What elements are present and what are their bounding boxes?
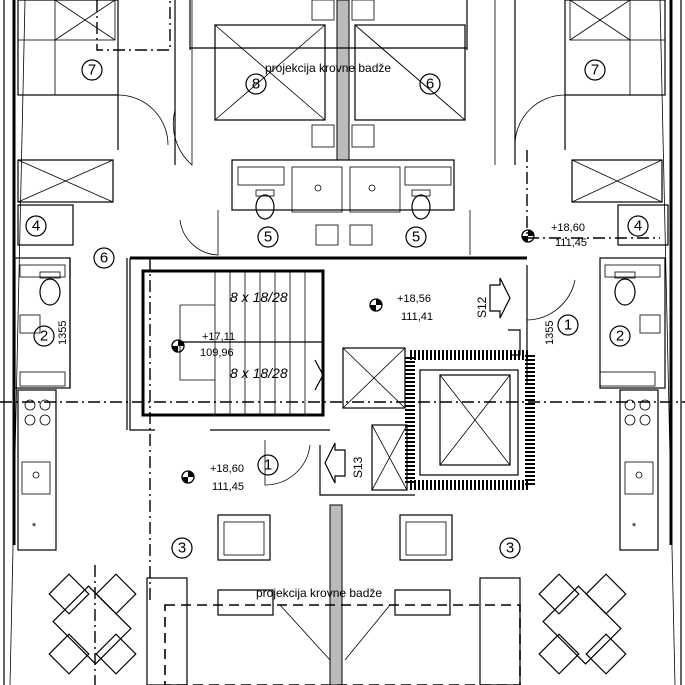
- bedroom-top-left: [17, 0, 169, 203]
- level-marker-icon: [171, 229, 535, 484]
- svg-text:*: *: [32, 521, 37, 533]
- arrow-icon: [324, 277, 511, 484]
- level-bottom-left-elev: +18,60: [210, 463, 244, 475]
- room-number-1-bottom: 1: [264, 457, 272, 474]
- bathrooms-top: [231, 159, 455, 246]
- room-number-8: 8: [252, 76, 260, 93]
- stair-flight-upper-label: 8 x 18/28: [230, 289, 288, 305]
- stair-core: [129, 256, 527, 431]
- room-number-4-left: 4: [32, 218, 40, 235]
- level-landing-elev: +18,56: [397, 293, 431, 305]
- stair-treads: [179, 271, 324, 415]
- roof-projection-label-top: projekcija krovne badže: [265, 61, 391, 75]
- bathroom-left: [14, 204, 128, 430]
- level-stair-mid-abs: 109,96: [200, 347, 234, 359]
- elevator-shaft: [342, 347, 535, 491]
- living-bottom: [146, 514, 521, 685]
- outer-walls: [3, 0, 682, 685]
- stair-flight-lower-label: 8 x 18/28: [230, 365, 288, 381]
- room-number-7-left: 7: [88, 62, 96, 79]
- bedroom-top-right: [514, 0, 666, 203]
- shaft-s13-label: S13: [351, 456, 365, 478]
- room-number-4-right: 4: [634, 218, 642, 235]
- dimension-right: 1355: [544, 321, 556, 345]
- room-numbers: 7 7 8 6 4 4 5 5 6 2 2 1 1 3 3: [25, 59, 649, 559]
- svg-text:*: *: [632, 521, 637, 533]
- level-bottom-left-abs: 111,45: [212, 481, 244, 493]
- room-number-1-right: 1: [564, 317, 572, 334]
- stove-icon: * *: [32, 521, 637, 533]
- shaft-s12-label: S12: [475, 296, 489, 318]
- roof-projection-label-bottom: projekcija krovne badže: [256, 586, 382, 600]
- room-number-3-left: 3: [178, 540, 186, 557]
- level-right-top-elev: +18,60: [551, 222, 585, 234]
- kitchen-left: [17, 389, 57, 551]
- level-right-top-abs: 111,45: [555, 237, 587, 249]
- room-number-5-right: 5: [412, 229, 420, 246]
- bathroom-right: [599, 204, 669, 389]
- room-number-6-top: 6: [426, 76, 434, 93]
- kitchen-right: [619, 389, 659, 551]
- room-number-6-left: 6: [100, 250, 108, 267]
- room-number-3-right: 3: [506, 540, 514, 557]
- dimension-left: 1355: [57, 321, 69, 345]
- toilet-icon: [39, 189, 636, 306]
- room-number-7-right: 7: [591, 62, 599, 79]
- party-walls: [174, 0, 516, 685]
- chair-icon: [48, 573, 627, 675]
- room-number-2-right: 2: [616, 328, 624, 345]
- room-number-5-left: 5: [264, 229, 272, 246]
- level-landing-abs: 111,41: [401, 311, 433, 323]
- level-stair-mid-elev: +17,11: [202, 331, 235, 343]
- bed-icon: [172, 0, 496, 166]
- room-number-2-left: 2: [40, 328, 48, 345]
